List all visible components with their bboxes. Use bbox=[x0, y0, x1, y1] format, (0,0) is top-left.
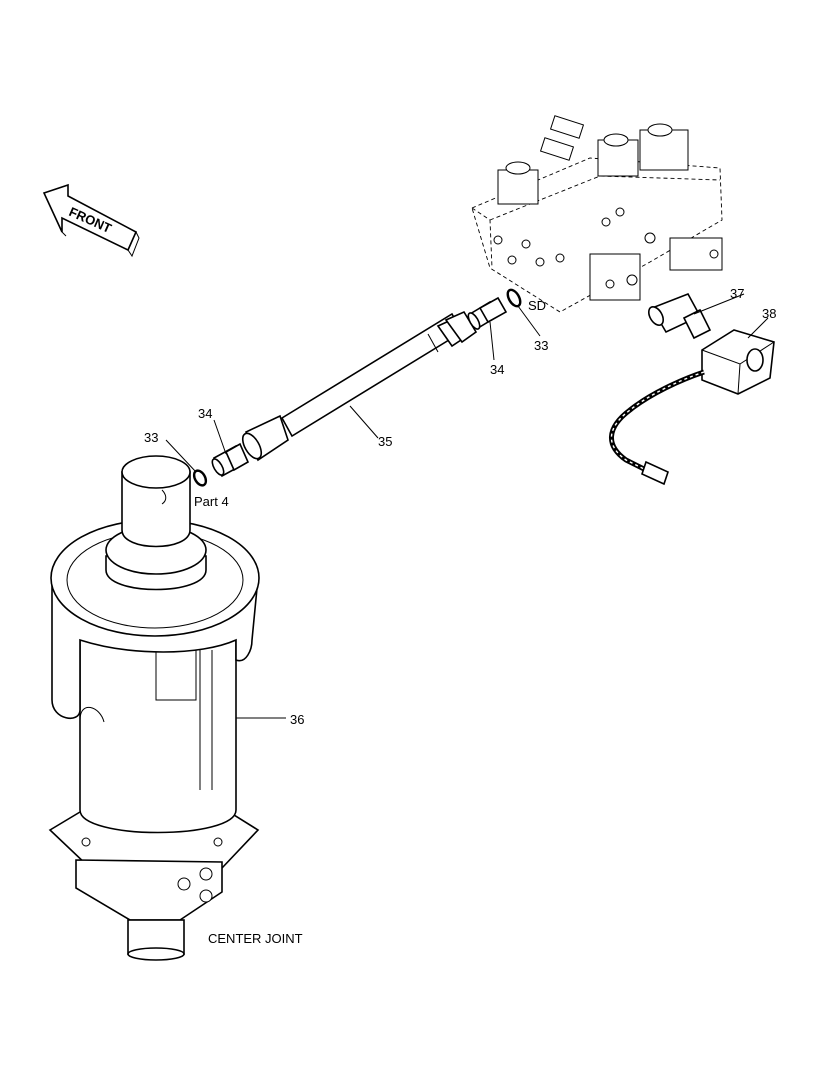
callout-33-upper: 33 bbox=[534, 338, 548, 353]
connector-38 bbox=[609, 329, 775, 486]
callout-part4: Part 4 bbox=[194, 494, 229, 509]
callout-34-upper: 34 bbox=[490, 362, 504, 377]
leader-lines bbox=[165, 293, 769, 719]
hose-35 bbox=[241, 310, 478, 462]
front-arrow: FRONT bbox=[42, 183, 140, 258]
callout-sd: SD bbox=[528, 298, 546, 313]
callout-38: 38 bbox=[762, 306, 776, 321]
callout-37: 37 bbox=[730, 286, 744, 301]
caption-center-joint: CENTER JOINT bbox=[208, 931, 303, 946]
adapter-34-lower bbox=[211, 442, 250, 478]
center-joint-36 bbox=[48, 455, 260, 961]
control-valve bbox=[471, 115, 723, 313]
callout-36: 36 bbox=[290, 712, 304, 727]
callout-33-lower: 33 bbox=[144, 430, 158, 445]
adapter-34-upper bbox=[467, 296, 508, 330]
o-ring-33-upper bbox=[506, 288, 522, 308]
callout-35: 35 bbox=[378, 434, 392, 449]
o-ring-33-lower bbox=[192, 469, 208, 487]
callout-34-lower: 34 bbox=[198, 406, 212, 421]
sensor-37 bbox=[647, 292, 712, 340]
